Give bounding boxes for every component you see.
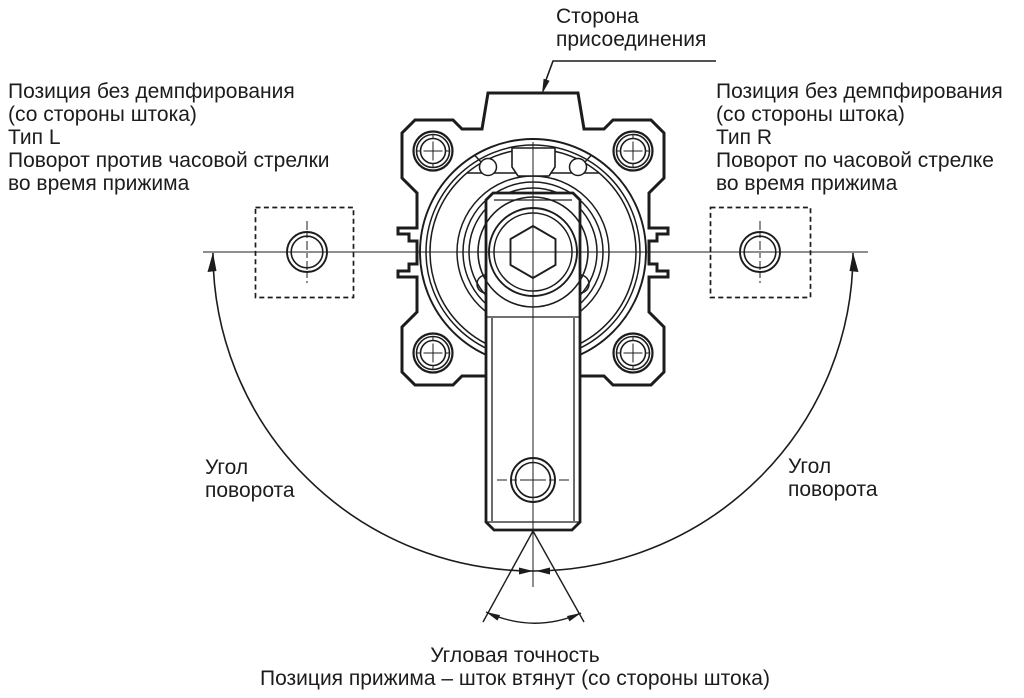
left-note-line1: Позиция без демпфирования [8,80,295,103]
connection-side-label: Сторона присоединения [556,5,706,51]
right-note-line4: Поворот по часовой стрелке [716,149,994,172]
bolt-hole-bottom-right [612,332,654,374]
accuracy-arc-arrowhead-right [567,613,581,622]
accuracy-arc-arrowhead-left [486,612,500,621]
left-angle-line2: поворота [205,479,295,502]
right-note: Позиция без демпфирования (со стороны шт… [716,80,1003,195]
right-angle-line1: Угол [788,455,832,478]
bottom-note: Угловая точность Позиция прижима – шток … [85,644,945,690]
connection-side-leader [542,60,716,94]
left-note-line2: (со стороны штока) [8,103,197,126]
angular-accuracy-detail [482,530,585,624]
right-angle-label: Угол поворота [788,455,878,501]
left-note-line5: во время прижима [8,172,190,195]
left-note: Позиция без демпфирования (со стороны шт… [8,80,329,195]
tolerance-arrow-left [519,567,533,575]
bolt-hole-top-right [612,130,654,172]
right-note-line1: Позиция без демпфирования [716,80,1003,103]
connection-side-line1: Сторона [556,5,639,28]
right-note-line2: (со стороны штока) [716,103,905,126]
bottom-note-line1: Угловая точность [430,644,600,667]
left-note-line4: Поворот против часовой стрелки [8,149,330,172]
centerlines [203,142,868,587]
bolt-holes [412,130,654,374]
bottom-note-line2: Позиция прижима – шток втянут (со сторон… [260,667,770,690]
cam-slot-right [568,157,588,177]
right-note-line3: Тип R [716,126,773,149]
right-note-line5: во время прижима [716,172,898,195]
left-angle-label: Угол поворота [205,456,295,502]
left-note-line3: Тип L [8,126,61,149]
connection-side-line2: присоединения [556,28,707,51]
left-angle-line1: Угол [205,456,249,479]
right-angle-line2: поворота [788,478,878,501]
tolerance-arrow-right [536,567,550,575]
bolt-hole-top-left [412,130,454,172]
arc-arrowhead-right [849,252,859,272]
arc-arrowhead-left [207,252,217,272]
bolt-hole-bottom-left [412,332,454,374]
cam-slot-left [478,157,498,177]
leader-arrowhead [542,78,550,94]
